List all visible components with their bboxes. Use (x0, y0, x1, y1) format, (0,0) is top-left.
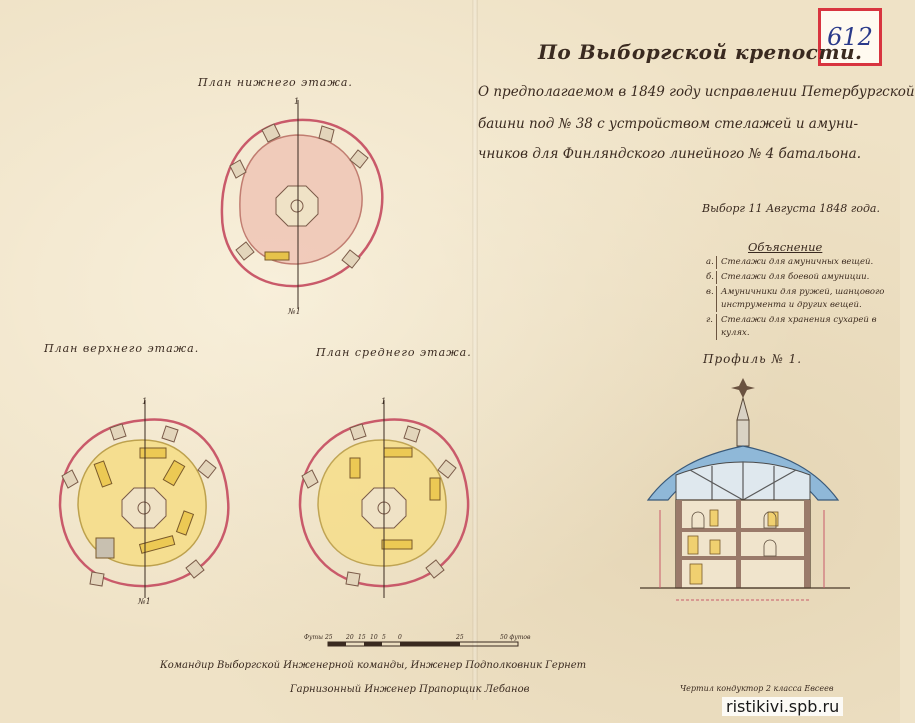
legend-item: б. Стелажи для боевой амуниции. (706, 271, 886, 284)
paper-fold (472, 0, 478, 700)
document-date: Выборг 11 Августа 1848 года. (702, 202, 880, 215)
scale-bar (327, 641, 519, 647)
legend-text: Стелажи для боевой амуниции. (716, 271, 886, 284)
scale-label: 0 (398, 634, 402, 641)
profile-section (640, 378, 850, 601)
legend-text: Стелажи для амуничных вещей. (716, 256, 886, 269)
legend-title: Объяснение (748, 240, 823, 254)
document-title: По Выборгской крепости. (538, 40, 863, 64)
legend-key: б. (706, 272, 714, 282)
profile-title: Профиль № 1. (703, 352, 803, 366)
scale-label: 50 футов (500, 634, 531, 641)
legend-key: г. (706, 315, 713, 325)
scale-label: 20 (346, 634, 354, 641)
drafter-note: Чертил кондуктор 2 класса Евсеев (680, 684, 834, 693)
watermark: ristikivi.spb.ru (722, 697, 844, 716)
lower-floor-plan: 1 №1 (220, 97, 384, 316)
description-line-3: чников для Финляндского линейного № 4 ба… (478, 146, 861, 162)
svg-text:1: 1 (381, 397, 386, 406)
svg-text:1: 1 (294, 97, 299, 106)
archive-stamp: 612 (818, 8, 882, 66)
legend-key: а. (706, 257, 714, 267)
signature-line-2: Гарнизонный Инженер Прапорщик Лебанов (290, 684, 530, 695)
legend-text: Амуничники для ружей, шанцового инструме… (716, 286, 886, 312)
svg-text:№1: №1 (137, 597, 151, 606)
scale-label: 15 (358, 634, 366, 641)
scale-label: Футы 25 (304, 634, 333, 641)
description-line-2: башни под № 38 с устройством стелажей и … (478, 116, 859, 132)
legend-item: г. Стелажи для хранения сухарей в кулях. (706, 314, 886, 340)
lower-plan-title: План нижнего этажа. (198, 76, 353, 89)
scale-label: 25 (456, 634, 464, 641)
legend-item: а. Стелажи для амуничных вещей. (706, 256, 886, 269)
legend-item: в. Амуничники для ружей, шанцового инстр… (706, 286, 886, 312)
scale-label: 5 (382, 634, 386, 641)
stamp-number: 612 (827, 23, 873, 51)
scale-label: 10 (370, 634, 378, 641)
upper-floor-plan: 1 №1 (58, 397, 230, 606)
description-line-1: О предполагаемом в 1849 году исправлении… (478, 84, 915, 100)
legend-list: а. Стелажи для амуничных вещей. б. Стела… (706, 256, 886, 342)
middle-floor-plan: 1 (298, 397, 470, 598)
upper-plan-title: План верхнего этажа. (44, 342, 200, 355)
svg-text:№1: №1 (287, 307, 301, 316)
signature-line-1: Командир Выборгской Инженерной команды, … (160, 660, 587, 671)
legend-key: в. (706, 287, 714, 297)
legend-text: Стелажи для хранения сухарей в кулях. (716, 314, 886, 340)
svg-text:1: 1 (142, 397, 147, 406)
middle-plan-title: План среднего этажа. (316, 346, 472, 359)
